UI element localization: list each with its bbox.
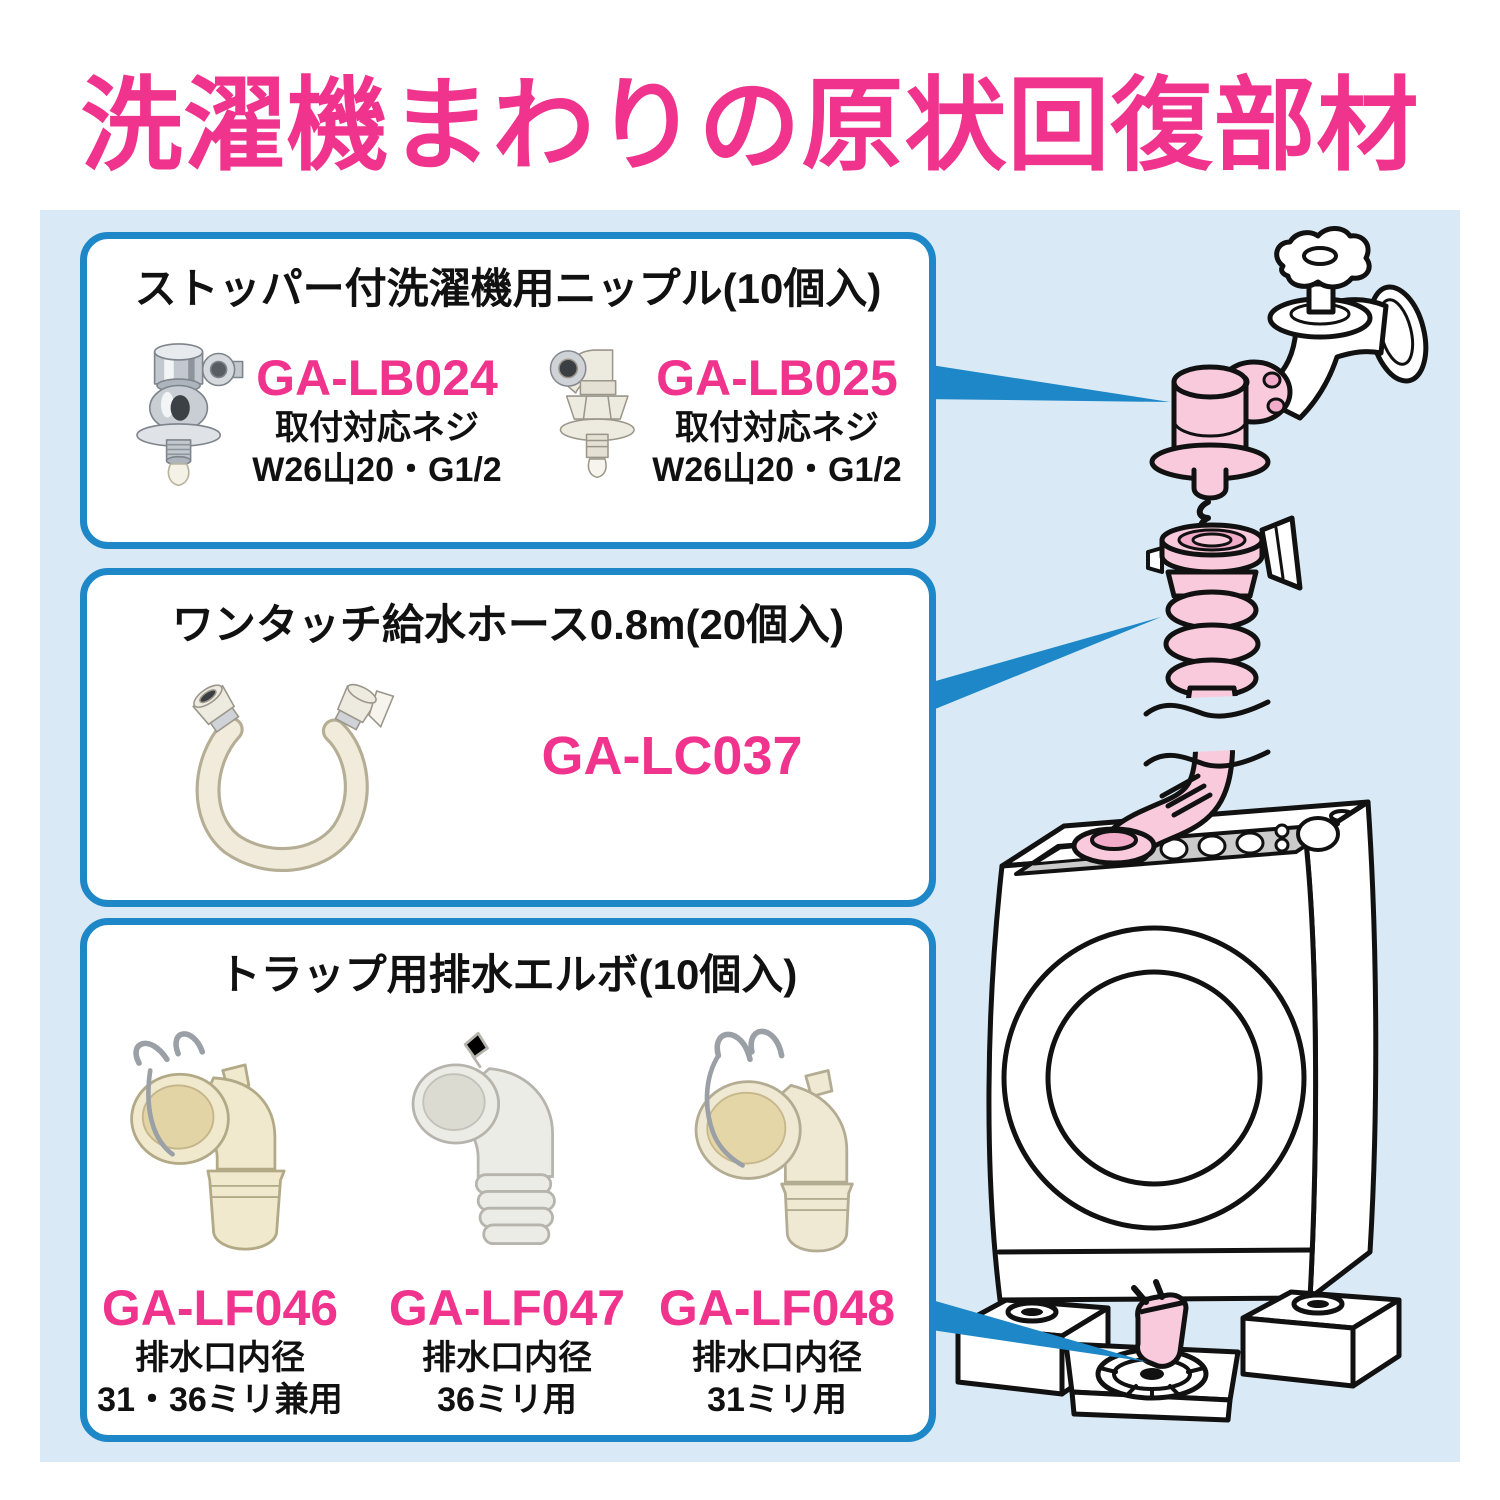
- washer-dial: [1296, 816, 1340, 852]
- washer-drawer-line: [996, 1247, 1315, 1255]
- product-spec: 36ミリ用: [437, 1381, 577, 1419]
- product-info-ga-lb024: GA-LB024 取付対応ネジ W26山20・G1/2: [237, 349, 517, 491]
- product-spec: 取付対応ネジ: [675, 409, 879, 447]
- section-hose-header: ワンタッチ給水ホース0.8m(20個入): [171, 601, 845, 648]
- section-nipple-header: ストッパー付洗濯機用ニップル(10個入): [134, 265, 882, 312]
- hose-bellows-2: [1163, 622, 1261, 666]
- washer-door-inner: [1045, 969, 1263, 1187]
- section-hose: ワンタッチ給水ホース0.8m(20個入) GA-LC037: [80, 568, 936, 907]
- product-column-ga-lf046: GA-LF046 排水口内径 31・36ミリ兼用: [95, 1013, 345, 1421]
- callout-arrows: [918, 363, 1170, 1362]
- hose-collar: [1165, 569, 1259, 599]
- product-spec: 31ミリ用: [707, 1381, 847, 1419]
- product-spec: 排水口内径: [422, 1339, 592, 1377]
- product-spec: 取付対応ネジ: [275, 409, 479, 447]
- product-spec: W26山20・G1/2: [652, 451, 902, 489]
- section-elbow-header: トラップ用排水エルボ(10個入): [218, 951, 798, 998]
- product-spec: 排水口内径: [135, 1339, 305, 1377]
- arrow-nipple: [918, 363, 1170, 402]
- product-photo-ga-lc037: [192, 683, 395, 873]
- hose-break-top: [1143, 699, 1271, 719]
- product-photo-ga-lb025: [549, 349, 635, 479]
- product-photo-ga-lf047: [411, 1031, 556, 1245]
- washer-button-3: [1197, 834, 1227, 858]
- product-code: GA-LB024: [256, 350, 498, 406]
- drain-elbow-clip: [1131, 1279, 1165, 1305]
- section-nipple: ストッパー付洗濯機用ニップル(10個入) GA-LB024 取付対応ネジ W26…: [80, 232, 936, 549]
- washer-button-small-1: [1274, 837, 1290, 853]
- hose-break-bottom: [1143, 749, 1271, 769]
- product-photo-ga-lf048: [694, 1028, 854, 1253]
- product-info-ga-lb025: GA-LB025 取付対応ネジ W26山20・G1/2: [637, 349, 917, 491]
- product-spec: W26山20・G1/2: [252, 451, 502, 489]
- product-code: GA-LF047: [388, 1280, 626, 1336]
- product-code: GA-LF048: [658, 1280, 896, 1336]
- washer-button-small-2: [1274, 823, 1290, 839]
- page-title: 洗濯機まわりの原状回復部材: [80, 69, 1420, 183]
- drain-elbow-illustration: [1131, 1279, 1189, 1369]
- product-info-ga-lc037: GA-LC037: [507, 727, 837, 785]
- product-photo-ga-lb024: [136, 343, 244, 487]
- faucet-handle-cap: [1302, 246, 1338, 266]
- nipple-outlet: [1191, 467, 1229, 501]
- product-spec: 31・36ミリ兼用: [97, 1381, 343, 1419]
- washing-machine-illustration: [986, 799, 1379, 1303]
- installation-illustration: [918, 226, 1429, 1423]
- arrow-hose: [918, 617, 1161, 716]
- arrow-elbow: [918, 1296, 1148, 1362]
- product-column-ga-lf047: GA-LF047 排水口内径 36ミリ用: [382, 1013, 632, 1421]
- product-code: GA-LB025: [656, 350, 898, 406]
- section-elbow: トラップ用排水エルボ(10個入) GA-LF046 排水口内径 31・36ミリ兼…: [80, 918, 936, 1442]
- supply-hose-illustration: [1071, 515, 1303, 867]
- hose-left-tab: [1146, 546, 1164, 574]
- product-code: GA-LF046: [101, 1280, 339, 1336]
- washer-button-4: [1235, 831, 1265, 855]
- product-photo-ga-lf046: [130, 1031, 286, 1251]
- product-column-ga-lf048: GA-LF048 排水口内径 31ミリ用: [652, 1013, 902, 1421]
- stopper-nipple-illustration: [1149, 359, 1293, 536]
- product-spec: 排水口内径: [692, 1339, 862, 1377]
- product-code: GA-LC037: [541, 726, 803, 786]
